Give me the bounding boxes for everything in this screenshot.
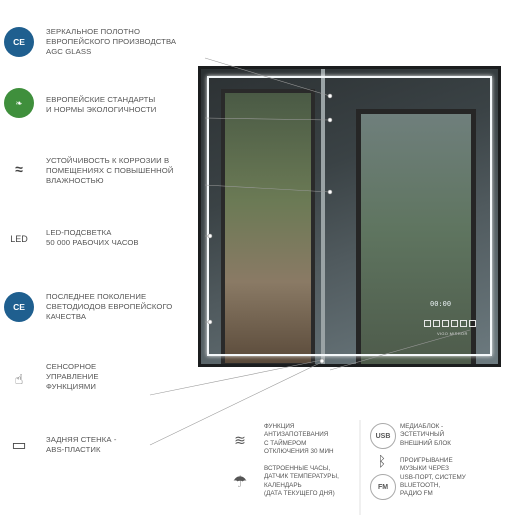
feature-text: ФУНКЦИЯ АНТИЗАПОТЕВАНИЯ С ТАЙМЕРОМ ОТКЛЮ… xyxy=(264,423,334,455)
anti-fog-icon: ≋ xyxy=(234,431,246,448)
fm-radio-icon: FM xyxy=(370,474,396,500)
feature-text: ПОСЛЕДНЕЕ ПОКОЛЕНИЕ СВЕТОДИОДОВ ЕВРОПЕЙС… xyxy=(46,292,173,321)
sensor-button xyxy=(460,320,467,327)
bluetooth-icon: ᛒ xyxy=(377,453,387,469)
sensor-control-panel xyxy=(424,319,484,328)
sensor-button xyxy=(451,320,458,327)
feature-text: ЗЕРКАЛЬНОЕ ПОЛОТНО ЕВРОПЕЙСКОГО ПРОИЗВОД… xyxy=(46,27,177,56)
reflected-window-post xyxy=(321,69,325,364)
mirror-brand-label: VIGO MIRROR xyxy=(437,331,468,336)
ce-mark-icon: CE xyxy=(4,27,34,57)
feature-eco-standards: ❧ ЕВРОПЕЙСКИЕ СТАНДАРТЫ И НОРМЫ ЭКОЛОГИЧ… xyxy=(0,88,200,128)
feature-led-backlight: LED LED-ПОДСВЕТКА 50 000 РАБОЧИХ ЧАСОВ xyxy=(0,224,200,258)
feature-agc-glass: CE ЗЕРКАЛЬНОЕ ПОЛОТНО ЕВРОПЕЙСКОГО ПРОИЗ… xyxy=(0,25,200,65)
feature-touch-control: ☝ СЕНСОРНОЕ УПРАВЛЕНИЕ ФУНКЦИЯМИ xyxy=(0,360,200,400)
led-icon: LED xyxy=(4,224,34,254)
mirror-clock-display: 00:00 xyxy=(430,300,452,308)
sensor-button xyxy=(433,320,440,327)
feature-text: МЕДИАБЛОК - ЭСТЕТИЧНЫЙ ВНЕШНИЙ БЛОК xyxy=(400,423,451,447)
sensor-button xyxy=(469,320,476,327)
feature-text: ПРОИГРЫВАНИЕ МУЗЫКИ ЧЕРЕЗ USB-ПОРТ, СИСТ… xyxy=(400,457,466,498)
feature-text: ЕВРОПЕЙСКИЕ СТАНДАРТЫ И НОРМЫ ЭКОЛОГИЧНО… xyxy=(46,95,157,114)
feature-corrosion-resistance: ≈ УСТОЙЧИВОСТЬ К КОРРОЗИИ В ПОМЕЩЕНИЯХ С… xyxy=(0,152,200,192)
usb-icon: USB xyxy=(370,423,396,449)
sensor-button xyxy=(442,320,449,327)
touch-hand-icon: ☝ xyxy=(4,364,34,394)
reflected-window-right xyxy=(356,109,476,364)
humidity-waves-icon: ≈ xyxy=(4,154,34,184)
sensor-button xyxy=(424,320,431,327)
led-backlight-frame xyxy=(207,76,492,356)
ce-mark-icon: CE xyxy=(4,292,34,322)
mirror-photo xyxy=(198,66,501,367)
feature-text: LED-ПОДСВЕТКА 50 000 РАБОЧИХ ЧАСОВ xyxy=(46,228,139,247)
clock-weather-icon: ☂ xyxy=(232,474,248,491)
eco-leaf-icon: ❧ xyxy=(4,88,34,118)
feature-text: ВСТРОЕННЫЕ ЧАСЫ, ДАТЧИК ТЕМПЕРАТУРЫ, КАЛ… xyxy=(264,465,339,497)
reflected-window-left xyxy=(221,89,315,364)
feature-led-generation: CE ПОСЛЕДНЕЕ ПОКОЛЕНИЕ СВЕТОДИОДОВ ЕВРОП… xyxy=(0,290,200,330)
feature-text: СЕНСОРНОЕ УПРАВЛЕНИЕ ФУНКЦИЯМИ xyxy=(46,362,99,391)
feature-text: УСТОЙЧИВОСТЬ К КОРРОЗИИ В ПОМЕЩЕНИЯХ С П… xyxy=(46,156,174,185)
feature-back-panel: ▭ ЗАДНЯЯ СТЕНКА - ABS-ПЛАСТИК xyxy=(0,430,200,464)
back-panel-icon: ▭ xyxy=(4,430,34,460)
feature-text: ЗАДНЯЯ СТЕНКА - ABS-ПЛАСТИК xyxy=(46,435,117,454)
